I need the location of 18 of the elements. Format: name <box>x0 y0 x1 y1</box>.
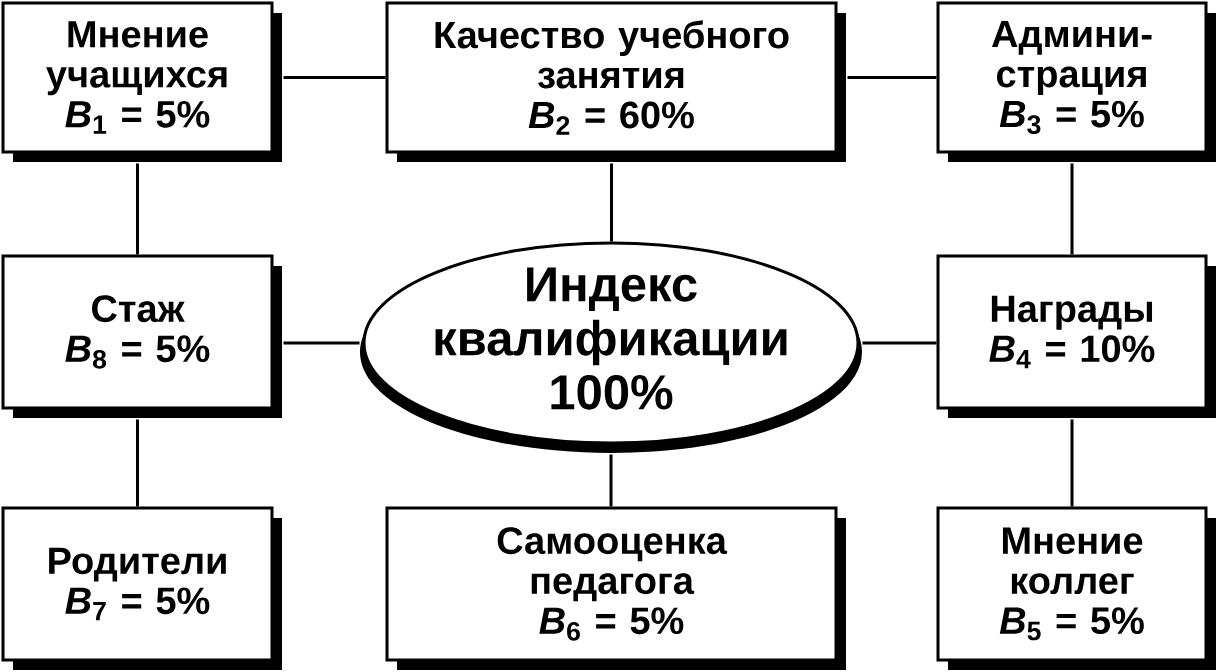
factor-box: Родители B$_{7}$ = 5% <box>1 506 282 670</box>
connector-line <box>283 341 360 345</box>
factor-box: Стаж B$_{8}$ = 5% <box>1 254 282 418</box>
factor-box: Качество учебного занятия B$_{2}$ = 60% <box>385 1 846 162</box>
connector-line <box>847 76 937 79</box>
connector-line <box>136 419 139 507</box>
factor-box: Награды B$_{4}$ = 10% <box>936 254 1216 418</box>
factor-box: Самооценка педагога B$_{6}$ = 5% <box>385 506 846 670</box>
connector-line <box>610 163 613 242</box>
connector-line <box>283 76 386 79</box>
connector-line <box>1070 163 1074 255</box>
connector-line <box>136 163 139 255</box>
factor-box: Мнение коллег B$_{5}$ = 5% <box>936 506 1216 670</box>
factor-box: Админи-страция B$_{3}$ = 5% <box>936 1 1216 162</box>
connector-line <box>609 454 613 507</box>
factor-box: Мнение учащихся B$_{1}$ = 5% <box>1 1 282 162</box>
connector-line <box>1070 419 1074 507</box>
connector-line <box>862 341 937 345</box>
